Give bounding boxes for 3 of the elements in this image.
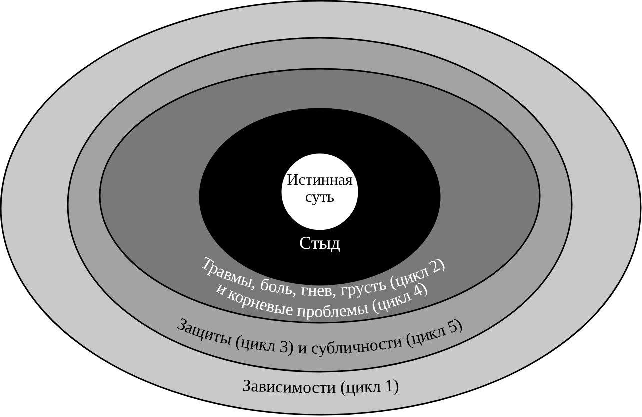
curved-ring-label: Зависимости (цикл 1): [242, 376, 400, 398]
ring-label: Стыд: [298, 234, 342, 253]
ring-label: Истинная суть: [286, 173, 354, 207]
